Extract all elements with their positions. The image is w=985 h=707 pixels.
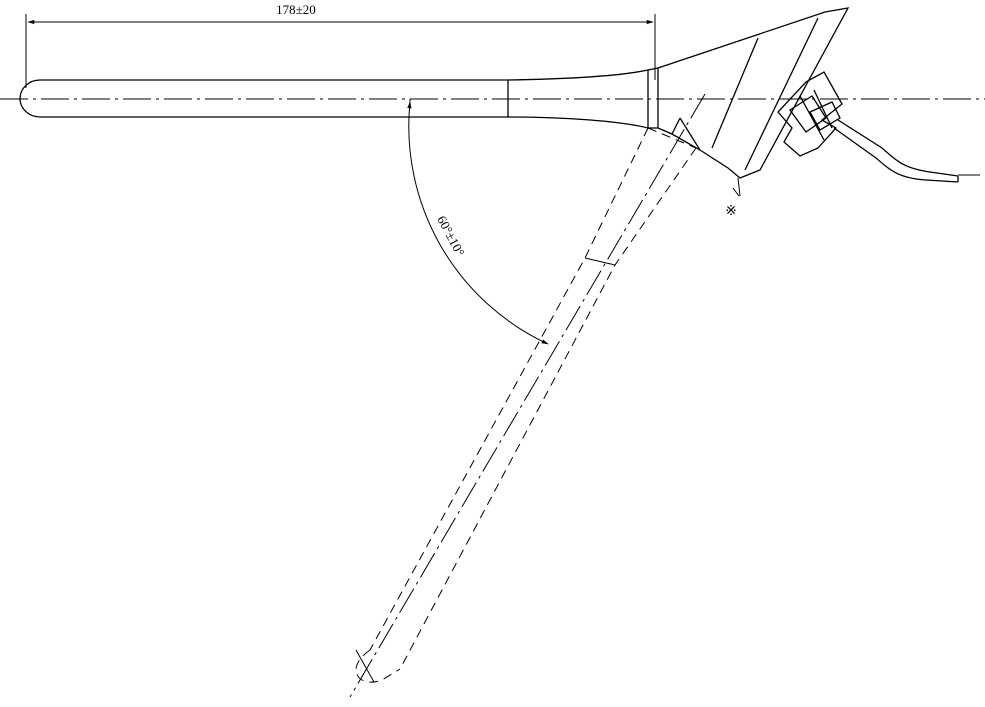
length-dimension-label: 178±20 bbox=[276, 2, 316, 17]
angle-dimension-label: 60°±10° bbox=[434, 213, 468, 258]
angle-dimension: 60°±10° bbox=[407, 99, 549, 345]
angle-arc bbox=[407, 101, 549, 345]
note-mark: ※ bbox=[725, 204, 737, 219]
folded-centerline bbox=[349, 93, 706, 698]
length-dimension: 178±20 bbox=[25, 2, 656, 88]
antenna-base bbox=[657, 7, 850, 197]
antenna-rod-folded bbox=[355, 127, 697, 683]
antenna-rod-horizontal bbox=[19, 67, 659, 129]
mount-connector bbox=[777, 71, 843, 157]
cable bbox=[833, 119, 980, 183]
